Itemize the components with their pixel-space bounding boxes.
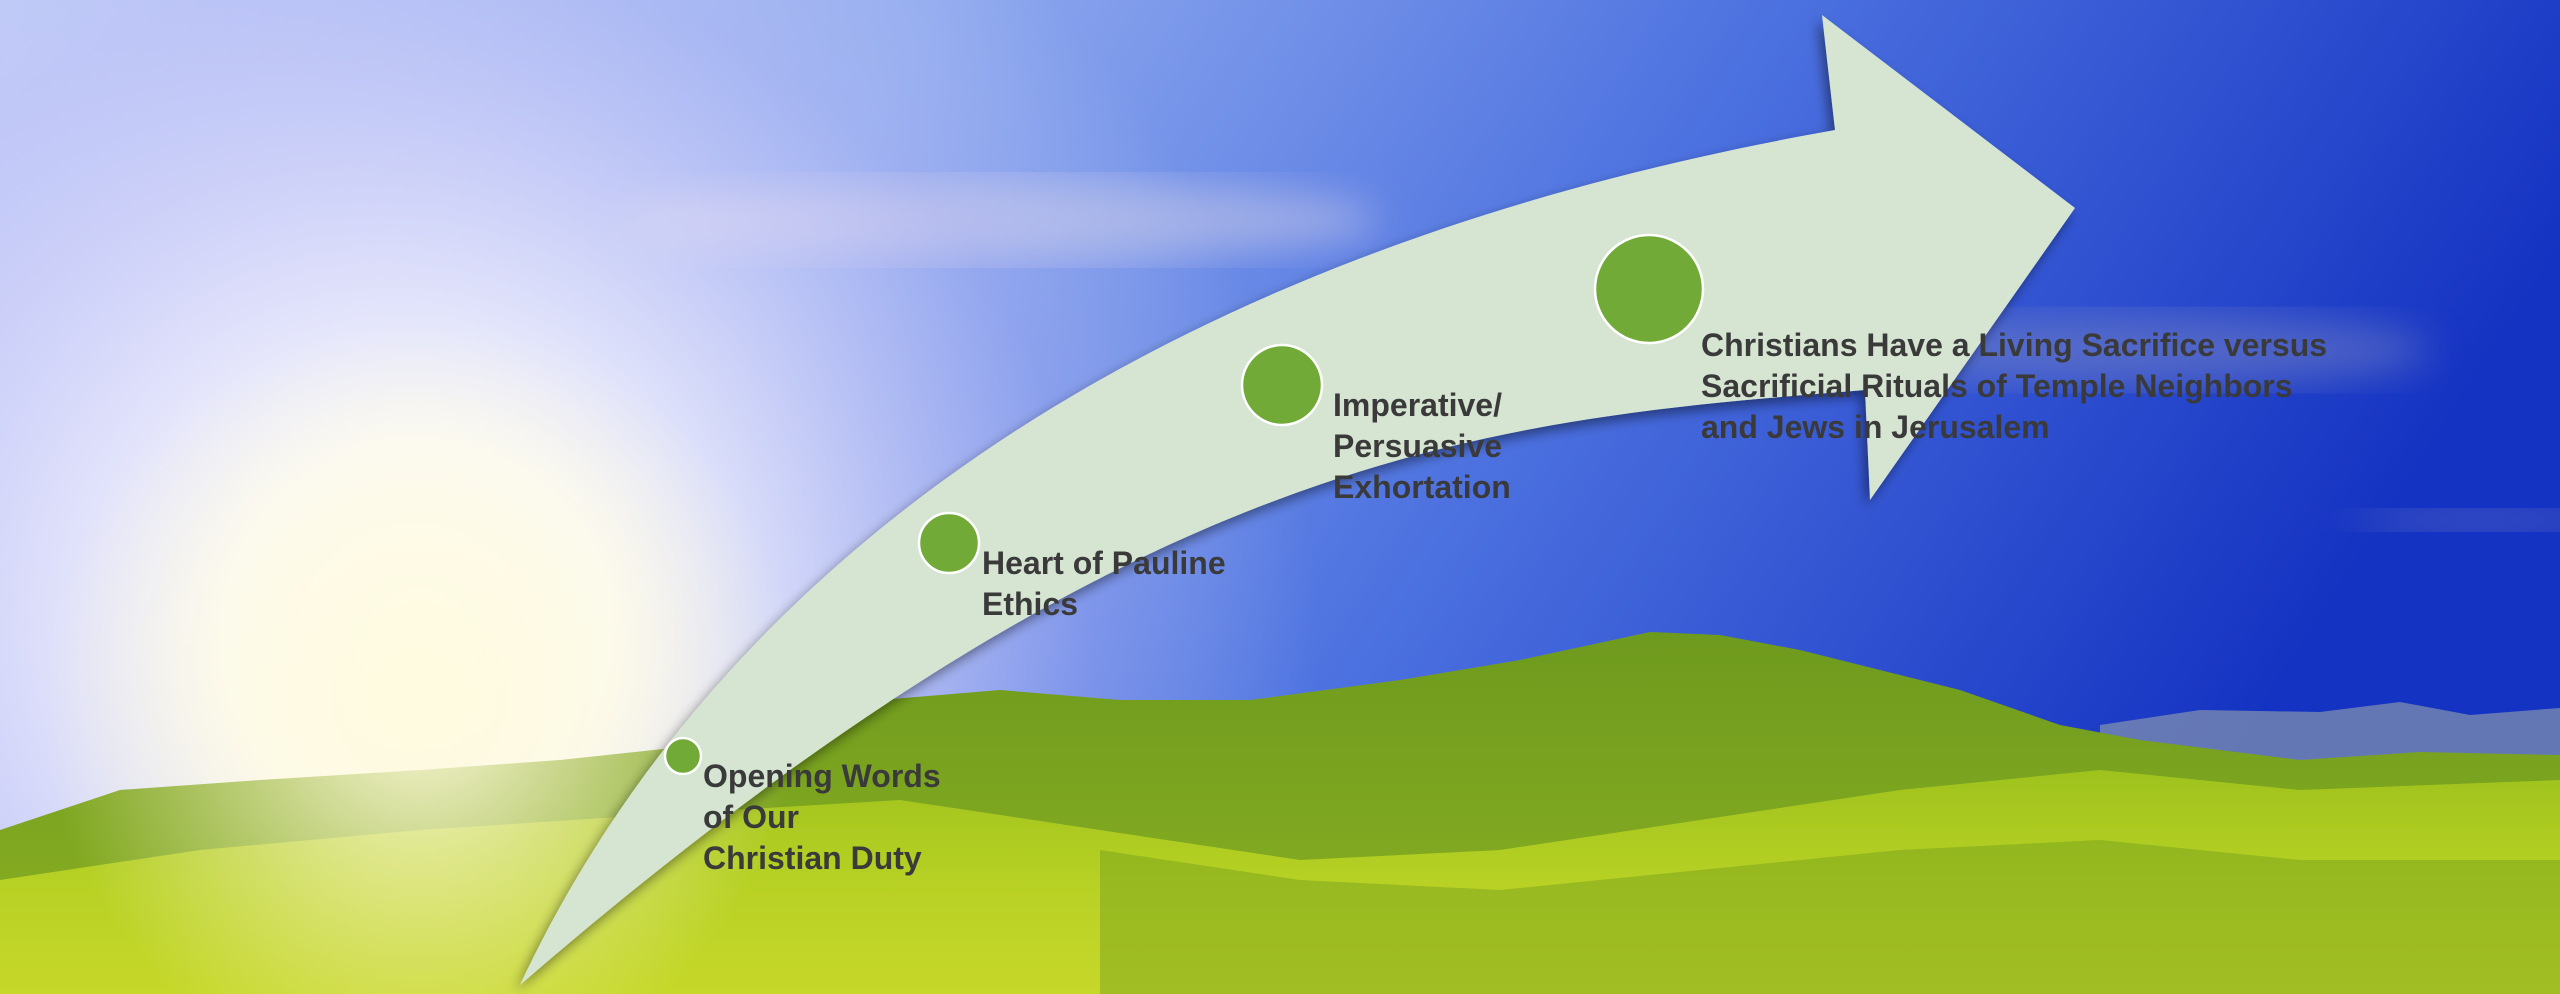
step-node-4 xyxy=(1593,233,1705,345)
step-label-2: Heart of Pauline Ethics xyxy=(982,545,1226,622)
step-label-3: Imperative/ Persuasive Exhortation xyxy=(1333,387,1511,505)
step-label-4: Christians Have a Living Sacrifice versu… xyxy=(1701,327,2328,445)
step-node-3 xyxy=(1240,343,1324,427)
step-label-1: Opening Words of Our Christian Duty xyxy=(703,758,941,876)
step-node-2 xyxy=(917,511,981,575)
step-node-1 xyxy=(663,736,703,776)
